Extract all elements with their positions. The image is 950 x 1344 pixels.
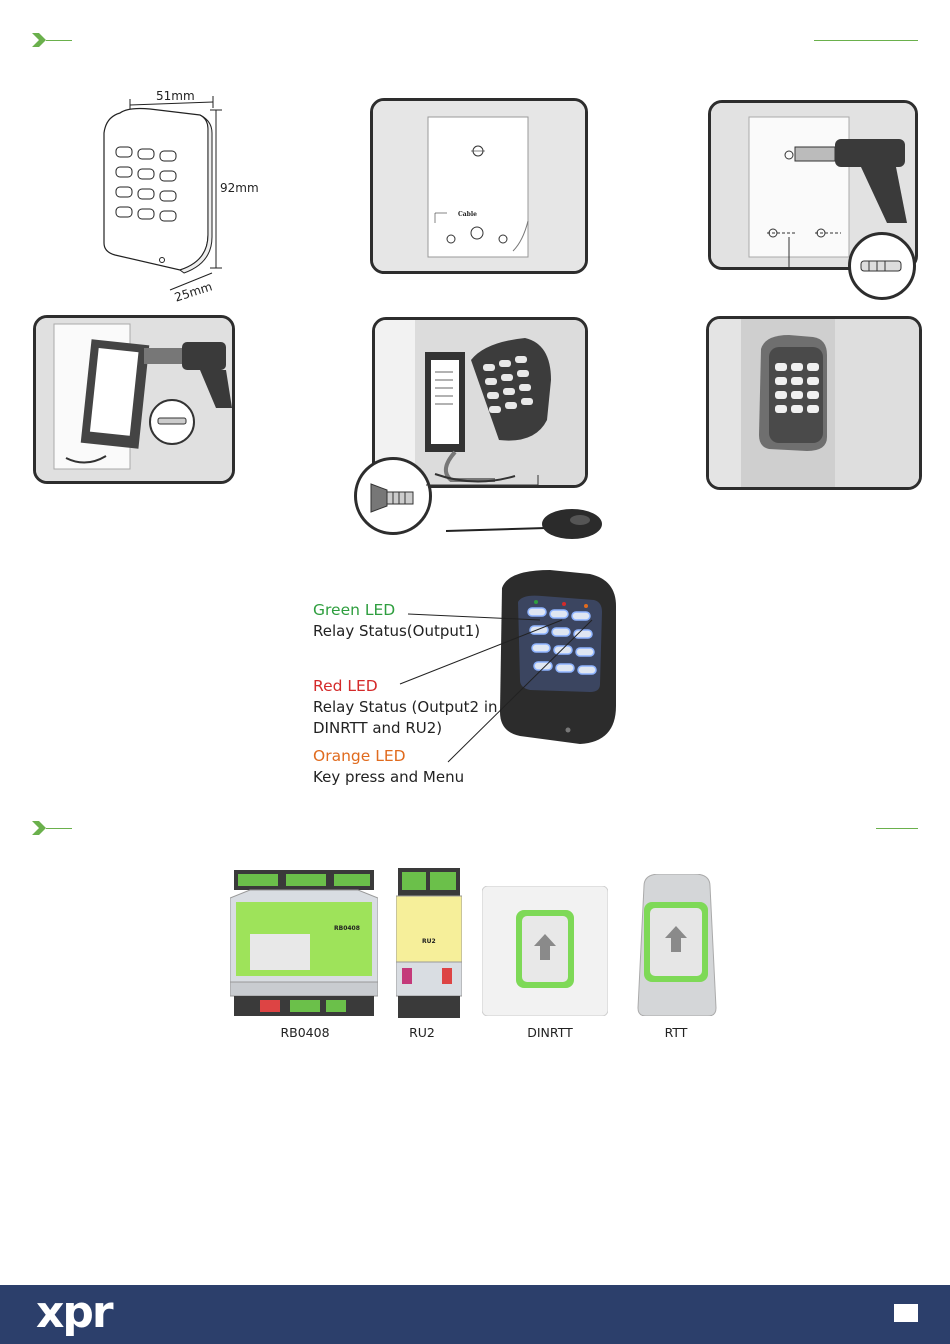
rtt-device-image [636,874,718,1016]
step-finished-panel [706,316,922,490]
height-dimension-label: 92mm [220,181,259,195]
green-led-description: Relay Status(Output1) [313,621,480,642]
dinrtt-device-image [482,886,608,1016]
red-led-block: Red LED Relay Status (Output2 in DINRTT … [313,676,498,739]
connector-line-icon [420,475,550,495]
red-led-description-1: Relay Status (Output2 in [313,697,498,718]
product-label-rtt: RTT [648,1025,704,1040]
step-backplate-panel [33,315,235,484]
screwdriver-icon [446,504,606,544]
orange-led-title: Orange LED [313,746,464,767]
section-rule-right [876,828,918,829]
green-led-title: Green LED [313,600,480,621]
rb0408-device-image: RB0408 [230,870,378,1016]
keypad-outline-icon [90,85,270,310]
keypad-dimension-drawing: 51mm 92mm 25mm [90,85,270,310]
orange-led-block: Orange LED Key press and Menu [313,746,464,788]
drilling-template-icon [373,101,585,271]
rb0408-model-text: RB0408 [334,925,360,932]
orange-led-description: Key press and Menu [313,767,464,788]
wall-plug-detail-icon [848,232,916,300]
product-label-ru2: RU2 [394,1025,450,1040]
footer-bar [0,1285,950,1344]
red-led-description-2: DINRTT and RU2) [313,718,498,739]
ru2-device-image: RU2 [396,868,462,1018]
installed-keypad-icon [709,319,919,487]
cable-label: Cable [458,211,477,218]
section-rule-left [46,40,72,41]
section-rule-left [46,828,72,829]
xpr-logo: xpr [36,1291,112,1335]
ru2-model-text: RU2 [422,938,436,945]
backplate-screw-icon [36,318,232,481]
step-template-panel: Cable [370,98,588,274]
page-number-box [894,1304,918,1322]
width-dimension-label: 51mm [156,89,195,103]
section-rule-right [814,40,918,41]
led-legend: Green LED Relay Status(Output1) [313,600,480,642]
product-label-rb0408: RB0408 [265,1025,345,1040]
product-label-dinrtt: DINRTT [510,1025,590,1040]
screw-detail-icon [354,457,432,535]
red-led-title: Red LED [313,676,498,697]
